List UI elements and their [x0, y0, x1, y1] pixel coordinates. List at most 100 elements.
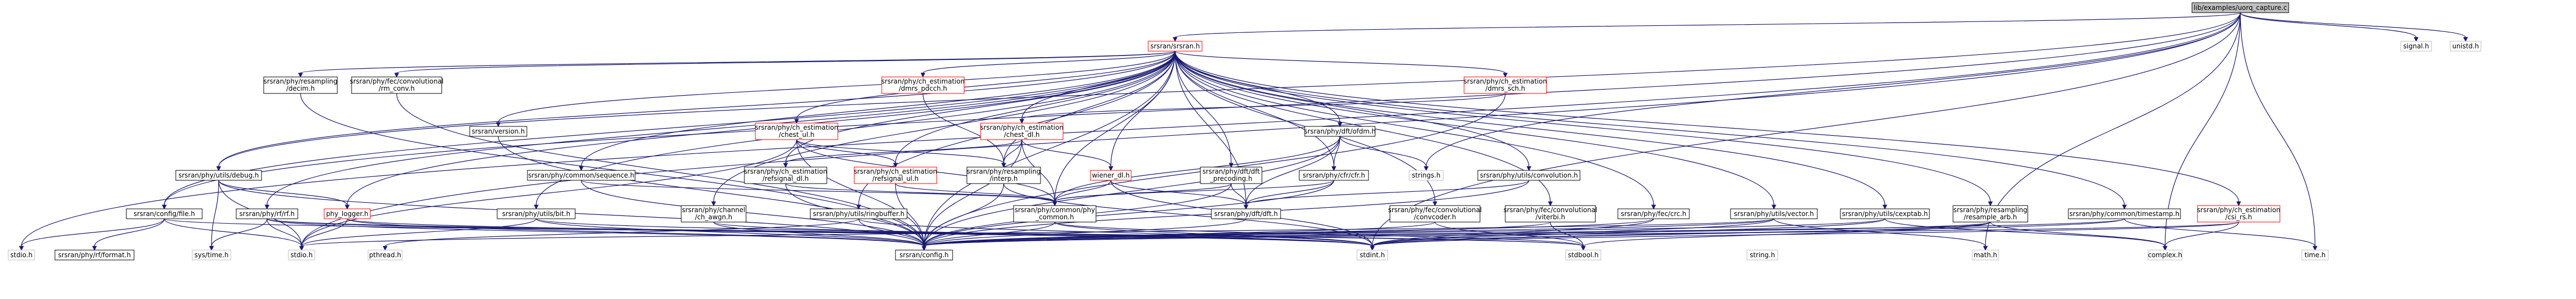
node-label: srsran/phy/ch_estimation: [744, 168, 827, 175]
node-rf_format[interactable]: srsran/phy/rf/format.h: [54, 250, 135, 261]
node-utils_debug[interactable]: srsran/phy/utils/debug.h: [175, 170, 262, 181]
node-sys_time_h[interactable]: sys/time.h: [192, 250, 231, 261]
node-fec_rm_conv[interactable]: srsran/phy/fec/convolutional/rm_conv.h: [350, 76, 444, 94]
node-label: /rm_conv.h: [379, 85, 415, 92]
node-csi_rs[interactable]: srsran/phy/ch_estimation/csi_rs.h: [2197, 205, 2280, 223]
node-label: /refsignal_dl.h: [763, 175, 809, 182]
edge-srsran_h-to-dmrs_sch: [1175, 51, 1508, 78]
edge-srsran_h-to-utils_convolution: [1175, 51, 1532, 171]
edge-utils_convolution-to-dft_dft: [1243, 180, 1529, 210]
edge-resample_arb-to-complex_h: [1990, 222, 2168, 251]
edge-utils_cexptab-to-complex_h: [1884, 218, 2168, 251]
node-label: srsran/version.h: [472, 128, 525, 135]
node-version_h[interactable]: srsran/version.h: [469, 126, 527, 137]
node-dft_dft[interactable]: srsran/phy/dft/dft.h: [1211, 208, 1281, 219]
edge-chest_dl-to-resampling_interp: [1001, 139, 1022, 168]
edge-common_timestamp-to-time_h: [2124, 218, 2318, 251]
node-utils_convolution[interactable]: srsran/phy/utils/convolution.h: [1477, 170, 1581, 181]
node-label: srsran/phy/resampling: [1954, 206, 2028, 214]
node-strings_h[interactable]: strings.h: [1409, 170, 1444, 181]
node-stdio_h[interactable]: stdio.h: [288, 250, 315, 261]
node-dmrs_sch[interactable]: srsran/phy/ch_estimation/dmrs_sch.h: [1464, 76, 1547, 94]
node-stdbool_h[interactable]: stdbool.h: [1565, 250, 1601, 261]
node-resample_arb[interactable]: srsran/phy/resampling/resample_arb.h: [1952, 205, 2028, 223]
node-label: complex.h: [2148, 251, 2182, 259]
node-common_sequence[interactable]: srsran/phy/common/sequence.h: [527, 170, 636, 181]
edge-cfr_cfr-to-dft_dft: [1243, 180, 1334, 210]
node-label: srsran/phy/rf/format.h: [58, 251, 131, 259]
node-box: [1730, 208, 1818, 219]
edge-rf_rf-to-sys_time_h: [209, 218, 268, 251]
node-root[interactable]: lib/examples/uorq_capture.c: [2191, 2, 2289, 13]
node-dft_ofdm[interactable]: srsran/phy/dft/ofdm.h: [1304, 126, 1376, 137]
node-refsignal_ul[interactable]: srsran/phy/ch_estimation/refsignal_ul.h: [854, 167, 937, 184]
node-unistd_h[interactable]: unistd.h: [2450, 41, 2482, 52]
node-utils_ringbuffer[interactable]: srsran/phy/utils/ringbuffer.h: [810, 208, 908, 219]
node-label: _precoding.h: [1209, 175, 1252, 182]
node-srsran_h[interactable]: srsran/srsran.h: [1148, 41, 1203, 52]
node-label: /decim.h: [286, 85, 315, 92]
edge-config_file-to-stdio_h_left: [19, 218, 165, 251]
node-complex_h[interactable]: complex.h: [2147, 250, 2183, 261]
node-utils_bit[interactable]: srsran/phy/utils/bit.h: [497, 208, 576, 219]
node-chest_ul[interactable]: srsran/phy/ch_estimation/chest_ul.h: [755, 123, 838, 140]
node-chest_pdcch[interactable]: srsran/phy/ch_estimation/dmrs_pdcch.h: [881, 76, 965, 94]
node-label: /convcoder.h: [1414, 213, 1456, 221]
node-resampling_interp[interactable]: srsran/phy/resampling/interp.h: [966, 167, 1041, 184]
node-stdint_h[interactable]: stdint.h: [1356, 250, 1388, 261]
edge-srsran_h-to-resample_arb: [1175, 51, 1993, 207]
node-box: [175, 170, 262, 181]
node-common_phy_common[interactable]: srsran/phy/common/phy_common.h: [1013, 205, 1097, 223]
node-cfr_cfr[interactable]: srsran/phy/cfr/cfr.h: [1299, 170, 1369, 181]
node-string_h[interactable]: string.h: [1746, 250, 1778, 261]
node-resampling_decim[interactable]: srsran/phy/resampling/decim.h: [263, 76, 338, 94]
node-label: srsran/phy/resampling: [264, 77, 338, 85]
dependency-edges: [19, 12, 2468, 251]
node-label: srsran/phy/ch_estimation: [2197, 206, 2280, 214]
node-box: [54, 250, 135, 261]
node-pthread_h[interactable]: pthread.h: [368, 250, 403, 261]
node-label: pthread.h: [369, 251, 401, 259]
node-label: lib/examples/uorq_capture.c: [2194, 4, 2287, 12]
node-label: /csi_rs.h: [2226, 213, 2252, 221]
node-label: srsran/phy/fec/convolutional: [1388, 206, 1482, 214]
node-box: [324, 208, 371, 219]
edge-utils_vector-to-stdio_h: [299, 218, 1774, 251]
node-label: srsran/phy/ch_estimation: [881, 77, 965, 85]
node-utils_cexptab[interactable]: srsran/phy/utils/cexptab.h: [1840, 208, 1930, 219]
node-label: _common.h: [1035, 213, 1074, 221]
node-wiener_dl[interactable]: wiener_dl.h: [1090, 170, 1132, 181]
node-config_file[interactable]: srsran/config/file.h: [126, 208, 203, 219]
node-box: [1211, 208, 1281, 219]
node-label: signal.h: [2403, 42, 2429, 50]
node-math_h[interactable]: math.h: [1972, 250, 1999, 261]
node-label: srsran/phy/common/phy: [1015, 206, 1095, 214]
node-fec_viterbi[interactable]: srsran/phy/fec/convolutional/viterbi.h: [1504, 205, 1598, 223]
edge-root-to-utils_debug: [216, 12, 2241, 171]
edge-common_phy_common-to-config_h: [921, 222, 1055, 251]
node-phy_logger[interactable]: phy_logger.h: [324, 208, 371, 219]
node-label: srsran/phy/utils/bit.h: [502, 210, 570, 218]
node-rf_rf[interactable]: srsran/phy/rf/rf.h: [236, 208, 298, 219]
node-signal_h[interactable]: signal.h: [2400, 41, 2432, 52]
node-fec_crc[interactable]: srsran/phy/fec/crc.h: [1617, 208, 1690, 219]
node-common_timestamp[interactable]: srsran/phy/common/timestamp.h: [2068, 208, 2181, 219]
node-dft_precoding[interactable]: srsran/phy/dft/dft_precoding.h: [1200, 167, 1262, 184]
node-label: /ch_awgn.h: [695, 213, 732, 221]
edge-dft_ofdm-to-strings_h: [1339, 136, 1429, 171]
edge-root-to-srsran_h: [1172, 12, 2241, 42]
node-box: [1389, 205, 1481, 223]
node-channel_ch_awgn[interactable]: srsran/phy/channel/ch_awgn.h: [681, 205, 747, 223]
node-label: /interp.h: [989, 175, 1017, 182]
node-box: [810, 208, 908, 219]
node-label: srsran/phy/cfr/cfr.h: [1303, 171, 1365, 179]
node-stdio_h_left[interactable]: stdio.h: [8, 250, 35, 261]
node-fec_convcoder[interactable]: srsran/phy/fec/convolutional/convcoder.h: [1388, 205, 1482, 223]
node-box: [1840, 208, 1930, 219]
node-refsignal_dl[interactable]: srsran/phy/ch_estimation/refsignal_dl.h: [744, 167, 827, 184]
node-config_h[interactable]: srsran/config.h: [895, 250, 953, 261]
node-time_h[interactable]: time.h: [2301, 250, 2329, 261]
node-utils_vector[interactable]: srsran/phy/utils/vector.h: [1730, 208, 1818, 219]
node-chest_dl[interactable]: srsran/phy/ch_estimation/chest_dl.h: [980, 123, 1064, 140]
edge-common_timestamp-to-stdint_h: [1370, 218, 2125, 251]
